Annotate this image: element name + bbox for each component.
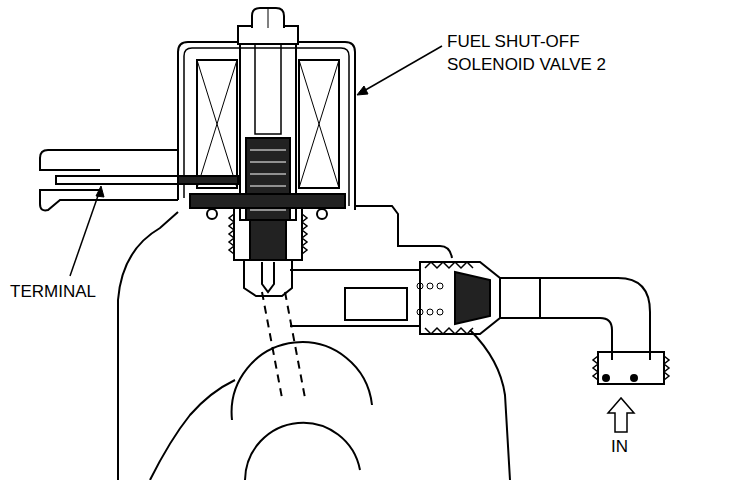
- elbow-pipe: [540, 318, 612, 360]
- passage-line: [262, 292, 282, 398]
- leader-line: [362, 46, 442, 92]
- seal: [631, 375, 637, 381]
- pipe: [500, 278, 540, 318]
- terminal-lead: [178, 176, 238, 184]
- housing-cap: [238, 26, 298, 44]
- coil: [197, 60, 237, 188]
- fitting-nut: [420, 262, 500, 334]
- body-outline: [470, 330, 510, 480]
- base-plate: [190, 194, 345, 208]
- top-nut: [252, 8, 284, 28]
- passage-line: [285, 292, 305, 398]
- coil: [299, 60, 339, 188]
- needle: [262, 262, 274, 292]
- filter: [345, 288, 407, 320]
- needle-holder: [250, 220, 286, 260]
- fitting-seal: [455, 272, 490, 324]
- leader-line: [70, 190, 100, 276]
- o-ring: [207, 209, 217, 219]
- body-outline: [150, 380, 235, 480]
- o-ring: [317, 209, 327, 219]
- body-outline: [118, 212, 178, 480]
- part-label: FUEL SHUT-OFF SOLENOID VALVE 2: [447, 30, 637, 76]
- terminal-connector: [40, 190, 178, 210]
- coil: [197, 60, 237, 188]
- elbow-pipe: [540, 278, 650, 360]
- inlet-thread: [598, 352, 664, 384]
- leader-arrowhead: [96, 186, 104, 197]
- thread: [593, 356, 669, 380]
- terminal-connector: [40, 150, 178, 170]
- valve-tip: [244, 260, 292, 296]
- inlet-passage: [290, 270, 420, 326]
- terminal-blade: [56, 176, 178, 184]
- body-bore: [245, 423, 360, 480]
- part-label: IN: [611, 435, 628, 458]
- part-label: TERMINAL: [10, 280, 96, 303]
- coil: [197, 60, 237, 188]
- threaded-body: [234, 208, 302, 260]
- flow-arrow: [608, 398, 634, 432]
- seal: [603, 375, 609, 381]
- top-nut: [268, 8, 269, 28]
- coil: [299, 60, 339, 188]
- leader-arrowhead: [357, 86, 368, 95]
- coil: [299, 60, 339, 188]
- stator-core: [255, 44, 281, 134]
- body-outline: [355, 206, 452, 258]
